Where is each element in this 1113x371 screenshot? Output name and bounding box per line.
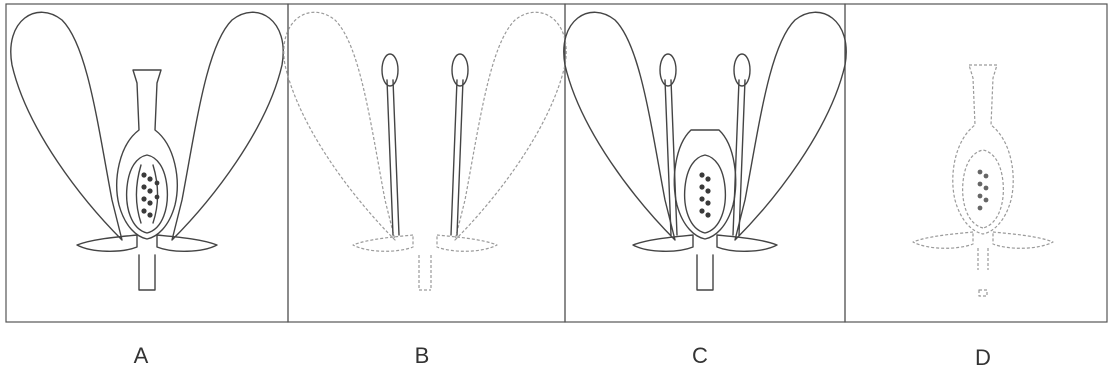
- panel-label-a: A: [134, 343, 149, 368]
- flower-c: [564, 12, 846, 290]
- panel-d-frame: [845, 4, 1107, 322]
- flower-a: [11, 12, 283, 290]
- flower-b: [284, 12, 566, 290]
- panel-c-frame: [565, 4, 845, 322]
- panel-a-frame: [6, 4, 288, 322]
- panel-b-frame: [288, 4, 565, 322]
- flower-d: [913, 65, 1053, 296]
- panel-label-b: B: [415, 343, 430, 368]
- panel-label-c: C: [692, 343, 708, 368]
- panel-label-d: D: [975, 345, 991, 370]
